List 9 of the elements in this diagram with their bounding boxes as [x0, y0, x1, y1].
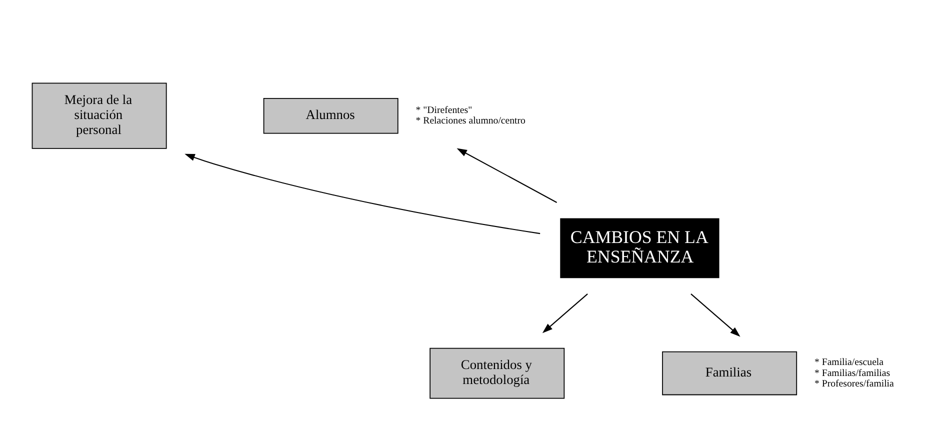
- node-label: * Familias/familias: [814, 367, 890, 378]
- node-label: * Familia/escuela: [814, 356, 884, 368]
- arrow: [184, 153, 540, 234]
- arrow: [456, 148, 558, 202]
- arrow: [690, 293, 740, 336]
- node-label: * "Direfentes": [416, 104, 472, 116]
- node-label: * Relaciones alumno/centro: [416, 115, 526, 126]
- node-label: * Profesores/familia: [814, 378, 894, 390]
- arrow: [542, 293, 588, 333]
